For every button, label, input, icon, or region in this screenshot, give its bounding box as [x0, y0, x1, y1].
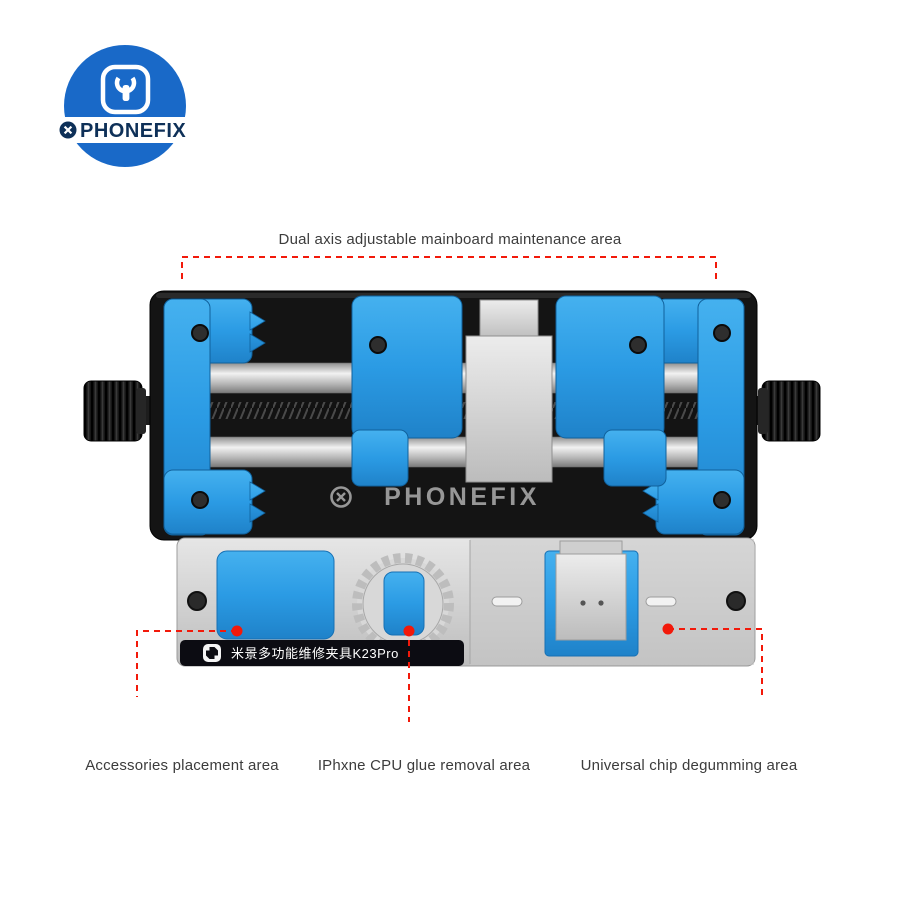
brand-circle: [64, 45, 186, 167]
chip-degumming-area: [544, 540, 639, 657]
watermark: PHONEFIX: [330, 483, 540, 511]
screw-icon: [726, 591, 746, 611]
center-slider: [465, 299, 553, 483]
connector-right: [668, 628, 763, 697]
callout-accessories-label: Accessories placement area: [85, 757, 279, 774]
device-label: 米景多功能维修夹具K23Pro: [231, 646, 399, 661]
brand-logo: PHONEFIX: [57, 45, 193, 167]
center-carriage-left: [351, 295, 463, 487]
screw-icon: [713, 491, 731, 509]
accessories-pad: [216, 550, 335, 640]
fixture-top-section: PHONEFIX: [83, 290, 821, 541]
callout-chip-degumming-label: Universal chip degumming area: [580, 757, 798, 774]
chip-plate: [555, 553, 627, 641]
fixture-bottom-section: 米景多功能维修夹具K23Pro: [176, 537, 756, 667]
screw-icon: [191, 491, 209, 509]
top-bracket-line: [181, 256, 717, 279]
logo-text: PHONEFIX: [80, 120, 186, 142]
label-strip: 米景多功能维修夹具K23Pro: [180, 640, 464, 666]
left-clamp: [163, 298, 266, 536]
cpu-glue-gear: [352, 553, 454, 655]
dot-chip-area: [662, 623, 674, 635]
watermark-text: PHONEFIX: [384, 483, 540, 511]
right-clamp: [642, 298, 745, 536]
center-carriage-right: [555, 295, 667, 487]
x-badge-icon: [59, 121, 77, 139]
callout-cpu-glue-label: IPhxne CPU glue removal area: [317, 757, 531, 774]
x-badge-icon: [330, 486, 352, 508]
slot-right: [645, 596, 677, 607]
wrench-phone-icon: [100, 64, 151, 115]
dot-accessories: [231, 625, 243, 637]
callout-top-label: Dual axis adjustable mainboard maintenan…: [278, 231, 622, 248]
logo-band: [57, 117, 193, 143]
connector-left: [136, 630, 237, 697]
dot-cpu-slot: [403, 625, 415, 637]
annotation-dots: [231, 623, 674, 637]
screw-icon: [713, 324, 731, 342]
screw-icon: [191, 324, 209, 342]
slot-left: [491, 596, 523, 607]
annotation-connectors: [136, 628, 763, 722]
screw-icon: [369, 336, 387, 354]
screw-icon: [629, 336, 647, 354]
cpu-slot: [383, 571, 425, 636]
screw-icon: [187, 591, 207, 611]
